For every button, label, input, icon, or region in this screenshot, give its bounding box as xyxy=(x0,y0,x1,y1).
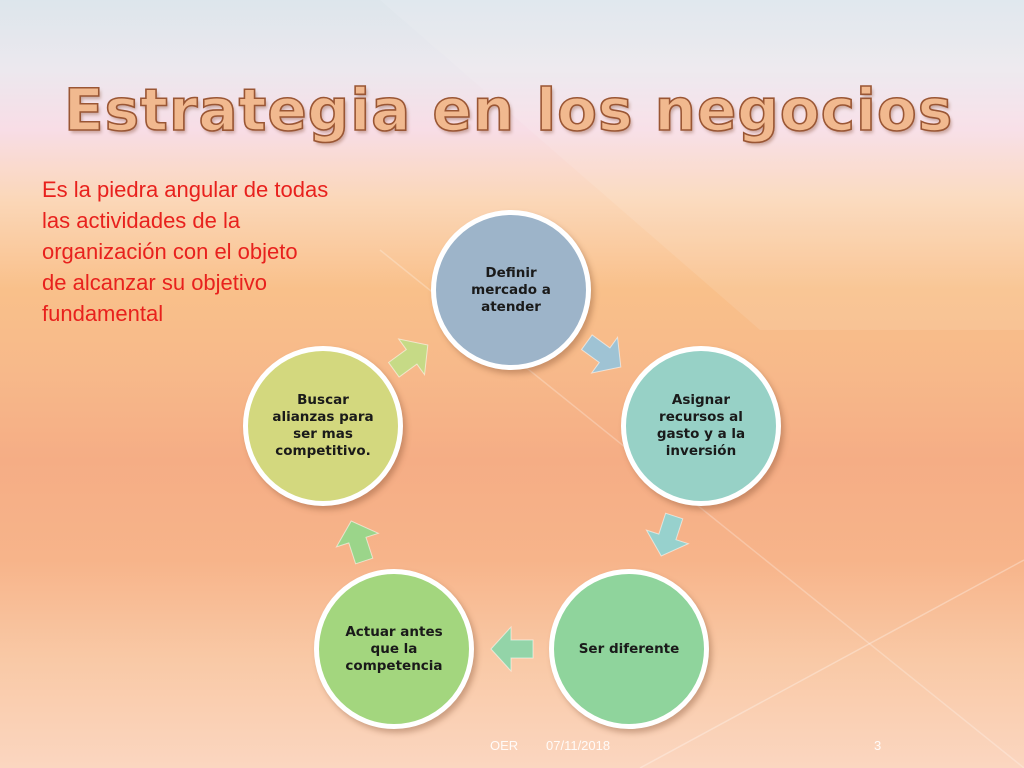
cycle-node-be-different: Ser diferente xyxy=(549,569,709,729)
cycle-node-label: Definir mercado a atender xyxy=(471,264,551,315)
cycle-arrow-icon xyxy=(580,334,622,374)
description-line: fundamental xyxy=(42,301,164,326)
description-text: Es la piedra angular de todas las activi… xyxy=(42,174,392,329)
cycle-node-allocate-resources: Asignar recursos al gasto y a la inversi… xyxy=(621,346,781,506)
cycle-node-label: Buscar alianzas para ser mas competitivo… xyxy=(272,392,374,459)
cycle-node-define-market: Definir mercado a atender xyxy=(431,210,591,370)
cycle-node-act-before-competition: Actuar antes que la competencia xyxy=(314,569,474,729)
description-line: de alcanzar su objetivo xyxy=(42,270,268,295)
cycle-node-label: Asignar recursos al gasto y a la inversi… xyxy=(656,392,746,459)
footer-page-number: 3 xyxy=(874,738,882,753)
description-line: Es la piedra angular de todas xyxy=(42,177,329,202)
cycle-node-label: Actuar antes que la competencia xyxy=(345,623,443,674)
cycle-node-label: Ser diferente xyxy=(578,640,680,657)
cycle-arrow-icon xyxy=(335,520,380,565)
slide-title: Estrategia en los negocios xyxy=(63,75,954,145)
cycle-node-seek-alliances: Buscar alianzas para ser mas competitivo… xyxy=(243,346,403,506)
cycle-arrow-icon xyxy=(645,512,690,557)
cycle-arrow-icon xyxy=(490,625,534,673)
cycle-arrow-icon xyxy=(387,338,429,378)
footer-date: 07/11/2018 xyxy=(546,738,611,753)
description-line: las actividades de la xyxy=(42,208,241,233)
description-line: organización con el objeto xyxy=(42,239,298,264)
footer-author: OER xyxy=(490,738,519,753)
